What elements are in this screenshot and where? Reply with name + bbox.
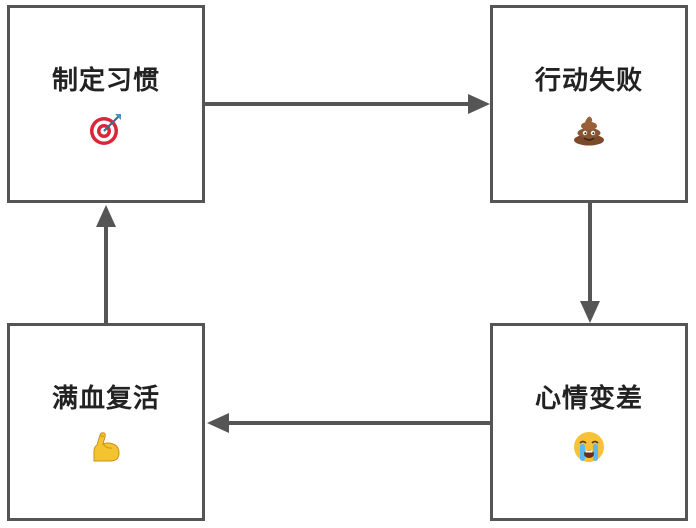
node-label: 行动失败 xyxy=(534,65,643,96)
node-action-fail: 行动失败 xyxy=(490,5,688,203)
node-full-revive: 满血复活 xyxy=(7,323,205,521)
arrow-habit-to-fail xyxy=(205,94,490,114)
node-label: 满血复活 xyxy=(51,383,160,414)
flexed-biceps-icon xyxy=(93,431,120,461)
node-label: 制定习惯 xyxy=(51,65,160,96)
arrow-revive-to-habit xyxy=(96,205,116,323)
arrow-fail-to-mood xyxy=(580,203,600,323)
poop-icon xyxy=(574,116,604,145)
node-make-habit: 制定习惯 xyxy=(7,5,205,203)
node-label: 心情变差 xyxy=(534,383,643,414)
arrow-mood-to-revive xyxy=(207,413,490,433)
crying-face-icon xyxy=(574,431,604,462)
dart-target-icon xyxy=(90,113,121,145)
node-mood-worse: 心情变差 xyxy=(490,323,688,521)
